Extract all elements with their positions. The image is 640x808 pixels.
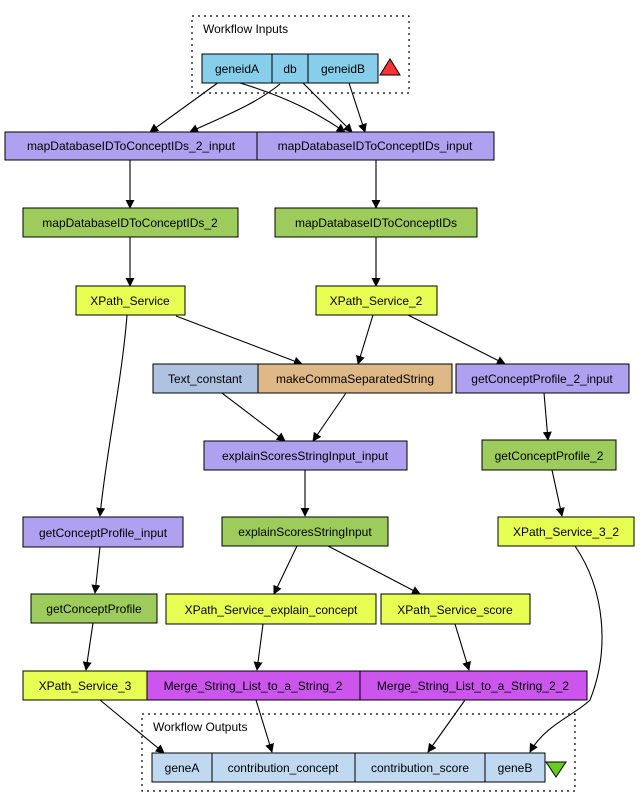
- node-label: XPath_Service_explain_concept: [185, 603, 358, 617]
- node-label: getConceptProfile_input: [39, 526, 168, 540]
- input-port-geneidA-label: geneidA: [215, 62, 259, 76]
- workflow-outputs-cluster: Workflow Outputs: [141, 713, 576, 792]
- edge-explain-to-xpathscore: [327, 545, 421, 595]
- edge-xpath-to-getprofileinput: [96, 314, 128, 517]
- workflow-inputs-label: Workflow Inputs: [203, 22, 288, 36]
- edge-xpath3-to-geneA: [99, 699, 165, 754]
- node-XPath-Service-3[interactable]: XPath_Service_3: [22, 670, 148, 701]
- output-port-label: contribution_concept: [228, 761, 339, 775]
- edge-xpath2-to-makecomma: [356, 314, 374, 365]
- inputs-triangle-icon: [379, 58, 401, 76]
- edge-geneidA-to-mapinput: [239, 82, 346, 133]
- node-mapDatabaseIDToConceptIDs-2-input[interactable]: mapDatabaseIDToConceptIDs_2_input: [4, 131, 258, 161]
- edge-xpathscore-to-merge22: [454, 623, 471, 671]
- edge-xpathexplain-to-merge2: [253, 623, 264, 671]
- node-label: mapDatabaseIDToConceptIDs_2_input: [27, 139, 236, 153]
- node-Merge-String-List-to-a-String-2-2[interactable]: Merge_String_List_to_a_String_2_2: [359, 670, 588, 701]
- output-port-geneB[interactable]: geneB: [484, 752, 546, 783]
- node-getConceptProfile-2-input[interactable]: getConceptProfile_2_input: [455, 363, 630, 394]
- node-label: mapDatabaseIDToConceptIDs: [295, 216, 457, 230]
- node-label: explainScoresStringInput_input: [222, 449, 389, 463]
- node-mapDatabaseIDToConceptIDs[interactable]: mapDatabaseIDToConceptIDs: [274, 207, 478, 238]
- edge-xpath32-to-geneB: [529, 545, 603, 753]
- node-XPath-Service-score[interactable]: XPath_Service_score: [380, 593, 531, 625]
- node-explainScoresStringInput-input[interactable]: explainScoresStringInput_input: [203, 440, 408, 471]
- edge-db-to-mapinput: [302, 82, 353, 133]
- node-XPath-Service-3-2[interactable]: XPath_Service_3_2: [497, 516, 635, 547]
- input-port-geneidB-label: geneidB: [321, 62, 365, 76]
- output-port-label: geneA: [165, 761, 200, 775]
- node-label: getConceptProfile_2: [495, 449, 604, 463]
- node-label: Text_constant: [168, 372, 243, 386]
- node-label: makeCommaSeparatedString: [276, 372, 434, 386]
- workflow-inputs-cluster: Workflow Inputs: [191, 15, 410, 94]
- edge-getprofileinput-to-getprofile: [91, 546, 101, 594]
- edge-geneidA-to-map2input: [149, 81, 220, 133]
- node-getConceptProfile-input[interactable]: getConceptProfile_input: [22, 516, 184, 548]
- node-label: mapDatabaseIDToConceptIDs_input: [278, 139, 473, 153]
- output-port-geneA[interactable]: geneA: [151, 752, 213, 783]
- node-label: XPath_Service: [90, 294, 170, 308]
- output-port-contribution-score[interactable]: contribution_score: [354, 752, 486, 783]
- edge-merge22-to-contributionscore: [427, 699, 466, 753]
- workflow-outputs-label: Workflow Outputs: [153, 720, 247, 734]
- node-XPath-Service[interactable]: XPath_Service: [75, 285, 186, 316]
- node-XPath-Service-explain-concept[interactable]: XPath_Service_explain_concept: [165, 593, 377, 625]
- edge-textconstant-to-explaininput: [221, 392, 286, 442]
- input-port-geneidA[interactable]: geneidA: [201, 53, 273, 84]
- node-label: XPath_Service_3_2: [513, 525, 619, 539]
- output-port-label: contribution_score: [371, 761, 469, 775]
- edge-merge2-to-contributionconcept: [255, 699, 274, 753]
- node-mapDatabaseIDToConceptIDs-2[interactable]: mapDatabaseIDToConceptIDs_2: [22, 207, 239, 238]
- node-Merge-String-List-to-a-String-2[interactable]: Merge_String_List_to_a_String_2: [146, 670, 361, 701]
- node-label: XPath_Service_score: [397, 603, 513, 617]
- edge-getprofile2input-to-getprofile2: [542, 392, 552, 441]
- workflow-edges: [82, 81, 603, 754]
- node-label: getConceptProfile: [46, 602, 142, 616]
- node-label: mapDatabaseIDToConceptIDs_2: [42, 216, 218, 230]
- node-label: XPath_Service_3: [39, 679, 132, 693]
- output-port-label: geneB: [498, 761, 533, 775]
- edge-makecomma-to-explaininput: [312, 392, 347, 442]
- outputs-triangle-icon: [545, 761, 567, 778]
- node-label: explainScoresStringInput: [238, 525, 372, 539]
- node-Text-constant[interactable]: Text_constant: [152, 363, 259, 394]
- node-getConceptProfile-2[interactable]: getConceptProfile_2: [481, 439, 617, 471]
- edge-xpath-to-makecomma: [175, 315, 303, 366]
- input-port-geneidB[interactable]: geneidB: [307, 53, 379, 84]
- edge-explain-to-xpathexplain: [273, 545, 298, 595]
- node-label: Merge_String_List_to_a_String_2_2: [377, 679, 569, 693]
- node-XPath-Service-2[interactable]: XPath_Service_2: [315, 285, 438, 316]
- input-port-db[interactable]: db: [271, 53, 309, 84]
- node-label: getConceptProfile_2_input: [471, 372, 613, 386]
- node-mapDatabaseIDToConceptIDs-input[interactable]: mapDatabaseIDToConceptIDs_input: [256, 131, 495, 161]
- edge-getprofile-to-xpath3: [82, 622, 94, 671]
- edge-xpath2-to-getprofile2input: [407, 314, 506, 365]
- edge-geneidB-to-mapinput: [348, 82, 367, 133]
- node-getConceptProfile[interactable]: getConceptProfile: [30, 593, 158, 624]
- edge-db-to-map2input: [189, 83, 281, 133]
- node-label: XPath_Service_2: [330, 294, 423, 308]
- output-port-contribution-concept[interactable]: contribution_concept: [211, 752, 356, 783]
- edge-getprofile2-to-xpath32: [551, 469, 565, 517]
- node-label: Merge_String_List_to_a_String_2: [164, 679, 343, 693]
- node-makeCommaSeparatedString[interactable]: makeCommaSeparatedString: [257, 363, 453, 394]
- input-port-db-label: db: [283, 62, 297, 76]
- node-explainScoresStringInput[interactable]: explainScoresStringInput: [221, 516, 389, 547]
